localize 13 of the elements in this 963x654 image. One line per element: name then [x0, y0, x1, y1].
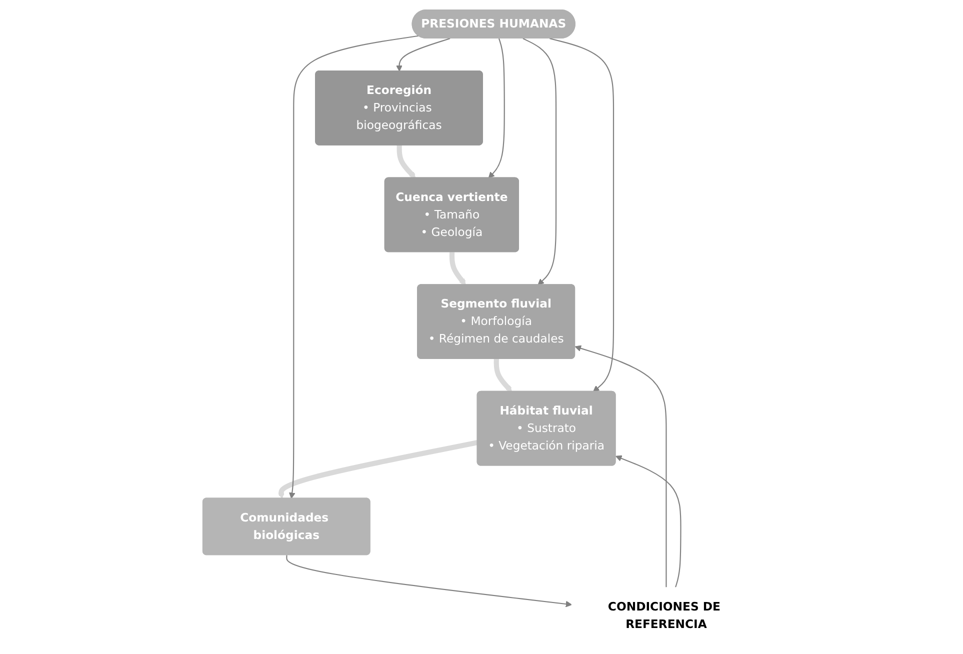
- arrow: [522, 38, 556, 286]
- arrow: [494, 358, 512, 392]
- arrow: [615, 455, 682, 588]
- arrow: [574, 345, 667, 588]
- arrow: [488, 38, 505, 178]
- node-text: CONDICIONES DE REFERENCIA: [608, 600, 720, 632]
- arrow: [449, 252, 466, 286]
- arrow: [286, 555, 572, 608]
- arrow: [278, 440, 478, 499]
- arrow: [396, 38, 450, 72]
- arrow: [288, 35, 418, 499]
- arrow: [549, 38, 614, 392]
- arrow: [396, 145, 416, 178]
